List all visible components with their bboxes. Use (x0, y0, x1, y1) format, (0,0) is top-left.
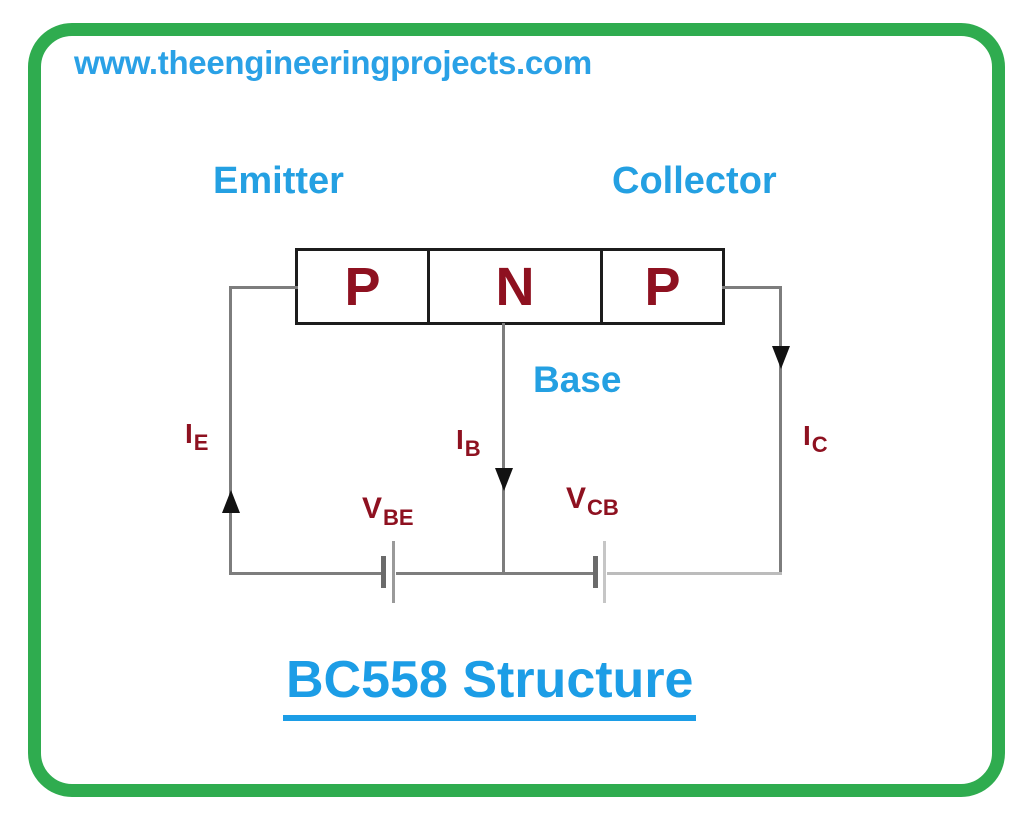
base-current-label: IB (456, 424, 481, 461)
region-n-base: N (430, 251, 603, 322)
vcb-voltage-subscript: CB (587, 495, 619, 520)
green-border-frame (28, 23, 1005, 797)
region-p-emitter-letter: P (344, 256, 381, 317)
emitter-current-symbol: I (185, 418, 193, 449)
vcb-voltage-symbol: V (566, 482, 587, 515)
region-p-collector-letter: P (644, 256, 681, 317)
base-wire-vertical (502, 323, 505, 575)
bottom-wire-segment-middle (396, 572, 594, 575)
base-current-symbol: I (456, 424, 464, 455)
emitter-current-up-arrow-icon (222, 490, 240, 513)
collector-label: Collector (612, 160, 777, 202)
collector-wire-vertical (779, 286, 782, 575)
collector-current-subscript: C (811, 432, 828, 457)
website-url: www.theengineeringprojects.com (74, 44, 592, 81)
region-n-base-letter: N (495, 256, 535, 317)
base-current-down-arrow-icon (495, 468, 513, 491)
collector-current-down-arrow-icon (772, 346, 790, 369)
vbe-voltage-subscript: BE (383, 505, 414, 530)
region-p-emitter: P (298, 251, 430, 322)
collector-wire-horizontal (722, 286, 782, 289)
vcb-voltage-label: VCB (566, 482, 619, 520)
diagram-title-wrap: BC558 Structure (283, 650, 697, 721)
collector-current-label: IC (803, 420, 828, 457)
battery-vcb-negative-plate (593, 556, 598, 588)
vbe-voltage-label: VBE (362, 492, 414, 530)
base-label: Base (533, 359, 622, 400)
emitter-wire-vertical (229, 286, 232, 575)
battery-vbe-positive-plate (392, 541, 395, 603)
battery-vbe-negative-plate (381, 556, 386, 588)
region-p-collector: P (603, 251, 722, 322)
emitter-wire-horizontal (229, 286, 298, 289)
emitter-current-label: IE (185, 418, 208, 455)
base-current-subscript: B (464, 436, 481, 461)
collector-current-symbol: I (803, 420, 811, 451)
vbe-voltage-symbol: V (362, 492, 383, 525)
emitter-current-subscript: E (193, 430, 209, 455)
bottom-wire-segment-left (229, 572, 383, 575)
bottom-wire-segment-right (607, 572, 782, 575)
battery-vcb-positive-plate (603, 541, 606, 603)
emitter-label: Emitter (213, 160, 344, 202)
pnp-structure-box: P N P (295, 248, 725, 325)
diagram-title: BC558 Structure (283, 650, 697, 721)
